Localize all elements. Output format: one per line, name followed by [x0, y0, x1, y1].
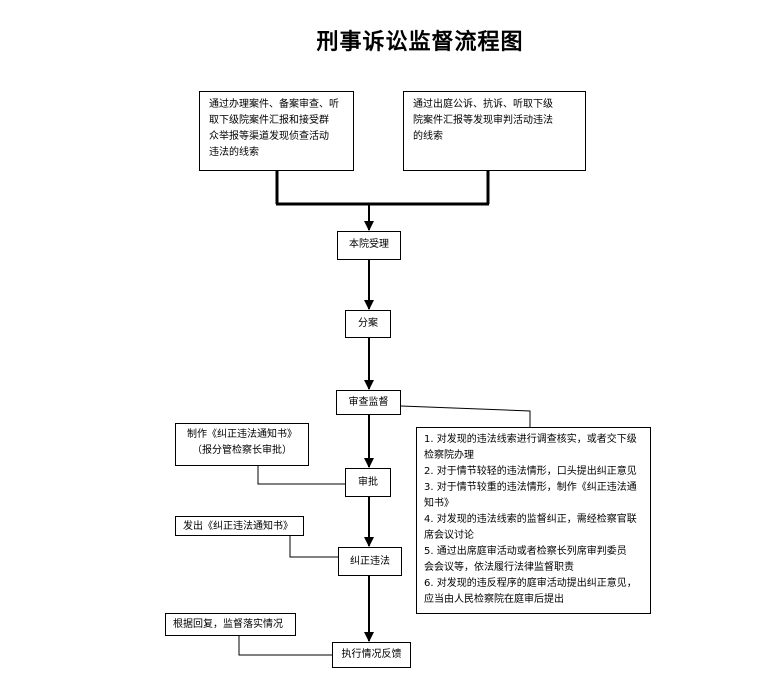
step-review-label: 审查监督 — [348, 397, 389, 408]
step-assign: 分案 — [345, 310, 391, 338]
source-line: 众举报等渠道发现侦查活动 — [209, 131, 329, 142]
rule-line: 1. 对发现的违法线索进行调查核实，或者交下级 — [424, 434, 637, 445]
note-line: （报分管检察长审批） — [192, 445, 292, 456]
rule-line: 5. 通过出席庭审活动或者检察长列席审判委员 — [424, 546, 627, 557]
step-feedback: 执行情况反馈 — [332, 642, 411, 668]
step-correct: 纠正违法 — [338, 547, 402, 576]
rule-line: 4. 对发现的违法线索的监督纠正，需经检察官联 — [424, 514, 637, 525]
review-rules-box: 1. 对发现的违法线索进行调查核实，或者交下级 检察院办理 2. 对于情节较轻的… — [416, 427, 651, 614]
rule-line: 应当由人民检察院在庭审后提出 — [424, 594, 564, 605]
step-accept: 本院受理 — [337, 231, 401, 260]
rule-line: 6. 对发现的违反程序的庭审活动提出纠正意见， — [424, 578, 637, 589]
rule-line: 2. 对于情节较轻的违法情形，口头提出纠正意见 — [424, 466, 637, 477]
connector-notice-approve — [257, 466, 345, 485]
page-title: 刑事诉讼监督流程图 — [316, 30, 524, 55]
step-review: 审查监督 — [336, 390, 401, 415]
rule-line: 检察院办理 — [424, 450, 474, 461]
connector-send-correct — [289, 536, 338, 558]
step-feedback-label: 执行情况反馈 — [341, 649, 402, 660]
source-box-trial: 通过出庭公诉、抗诉、听取下级 院案件汇报等发现审判活动违法 的线索 — [403, 91, 586, 171]
source-line: 通过办理案件、备案审查、听 — [209, 99, 339, 110]
step-accept-label: 本院受理 — [349, 239, 389, 250]
step-approve: 审批 — [345, 468, 391, 497]
source-line: 通过出庭公诉、抗诉、听取下级 — [413, 99, 553, 110]
step-assign-label: 分案 — [358, 318, 378, 329]
rule-line: 知书》 — [424, 498, 454, 509]
source-line: 的线索 — [413, 131, 443, 142]
step-correct-label: 纠正违法 — [350, 556, 390, 567]
note-send-box: 发出《纠正违法通知书》 — [175, 516, 304, 536]
connector-reply-feedback — [238, 636, 332, 656]
note-line: 制作《纠正违法通知书》 — [187, 429, 297, 440]
connector-review-rules — [400, 405, 531, 427]
rule-line: 席会议讨论 — [424, 530, 474, 541]
source-line: 取下级院案件汇报和接受群 — [209, 115, 329, 126]
rule-line: 3. 对于情节较重的违法情形，制作《纠正违法通 — [424, 482, 637, 493]
note-send-label: 发出《纠正违法通知书》 — [183, 521, 293, 532]
note-notice-box: 制作《纠正违法通知书》 （报分管检察长审批） — [175, 423, 309, 466]
step-approve-label: 审批 — [358, 477, 378, 488]
rule-line: 会会议等，依法履行法律监督职责 — [424, 562, 574, 573]
note-reply-box: 根据回复，监督落实情况 — [165, 613, 296, 636]
note-reply-label: 根据回复，监督落实情况 — [173, 619, 283, 630]
source-box-investigation: 通过办理案件、备案审查、听 取下级院案件汇报和接受群 众举报等渠道发现侦查活动 … — [199, 91, 354, 171]
source-line: 院案件汇报等发现审判活动违法 — [413, 115, 553, 126]
source-line: 违法的线索 — [209, 147, 259, 158]
